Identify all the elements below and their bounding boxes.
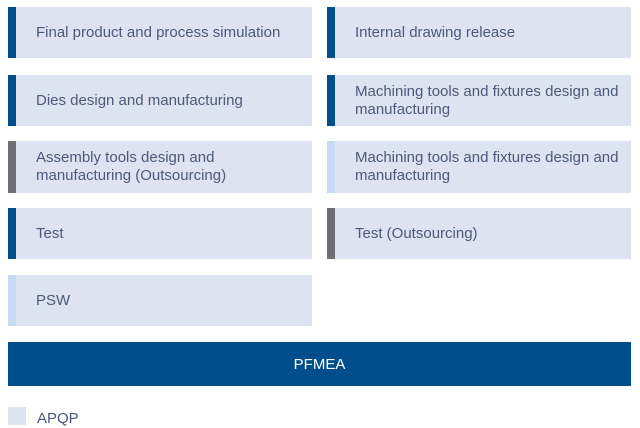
step-psw: PSW	[8, 275, 312, 326]
status-marker-dark	[8, 208, 16, 259]
step-label: PSW	[36, 291, 71, 309]
step-test-outsourcing: Test (Outsourcing)	[327, 208, 631, 259]
status-marker-gray	[8, 141, 16, 193]
step-label: Test (Outsourcing)	[355, 224, 478, 242]
step-label: Assembly tools design and manufacturing …	[36, 149, 227, 184]
step-label: Internal drawing release	[355, 23, 516, 41]
status-marker-dark	[8, 7, 16, 58]
step-label: Test	[36, 224, 64, 242]
status-marker-dark	[327, 7, 335, 58]
step-dies-design: Dies design and manufacturing	[8, 75, 312, 126]
step-machining-tools-1: Machining tools and fixtures design and …	[327, 75, 631, 126]
pfmea-banner: PFMEA	[8, 342, 631, 386]
legend-swatch	[8, 407, 26, 425]
status-marker-light	[8, 275, 16, 326]
status-marker-light	[327, 141, 335, 193]
pfmea-label: PFMEA	[293, 355, 346, 373]
status-marker-dark	[8, 75, 16, 126]
step-assembly-tools-outsourcing: Assembly tools design and manufacturing …	[8, 141, 312, 193]
step-label: Final product and process simulation	[36, 23, 281, 41]
legend-label: APQP	[37, 410, 79, 427]
step-final-product-simulation: Final product and process simulation	[8, 7, 312, 58]
step-internal-drawing-release: Internal drawing release	[327, 7, 631, 58]
step-label: Machining tools and fixtures design and …	[355, 82, 619, 118]
step-test: Test	[8, 208, 312, 259]
step-machining-tools-2: Machining tools and fixtures design and …	[327, 141, 631, 193]
step-label: Machining tools and fixtures design and …	[355, 149, 619, 184]
status-marker-gray	[327, 208, 335, 259]
step-label: Dies design and manufacturing	[36, 91, 243, 109]
status-marker-dark	[327, 75, 335, 126]
legend: APQP	[8, 407, 79, 427]
